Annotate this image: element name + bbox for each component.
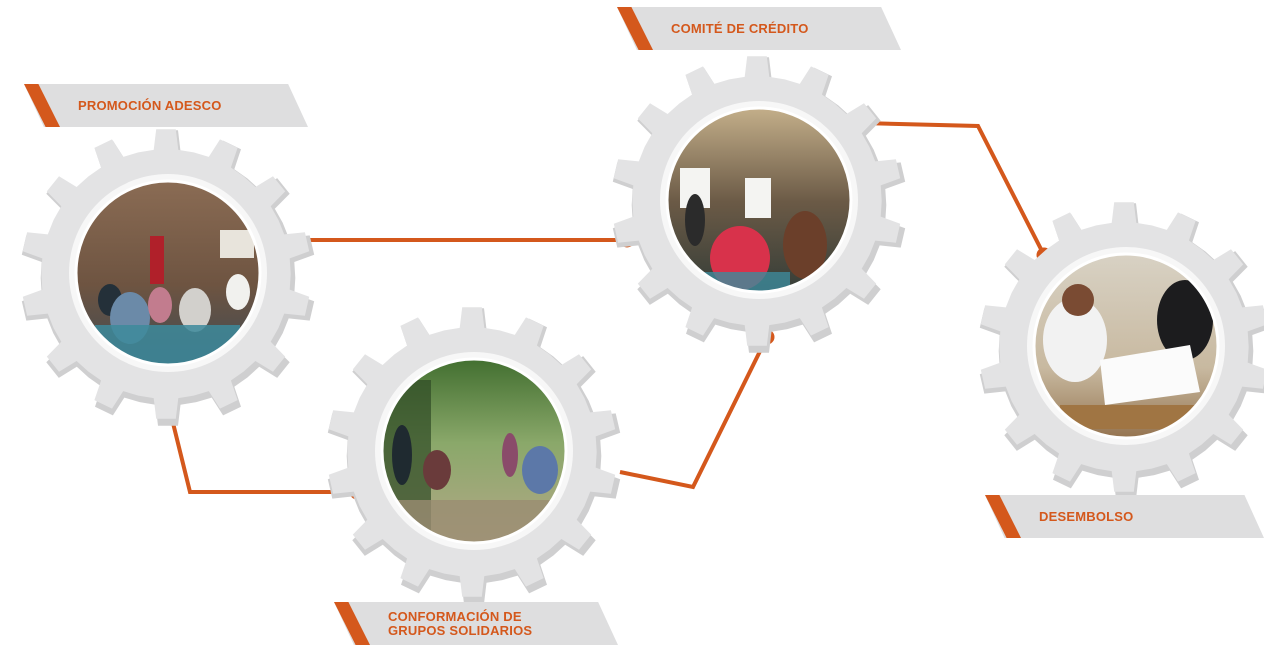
photo-promocion bbox=[76, 181, 260, 365]
photo-desembolso bbox=[1034, 254, 1218, 438]
photo-comite bbox=[667, 108, 851, 292]
banner-conformacion: CONFORMACIÓN DE GRUPOS SOLIDARIOS bbox=[334, 602, 618, 645]
connector-comite-desembolso bbox=[861, 121, 1046, 256]
stage-label: DESEMBOLSO bbox=[1039, 508, 1134, 524]
stage-label: PROMOCIÓN ADESCO bbox=[78, 97, 222, 113]
gear-desembolso bbox=[979, 202, 1264, 499]
connector-promocion-conformacion bbox=[171, 422, 357, 494]
stage-label: CONFORMACIÓN DE GRUPOS SOLIDARIOS bbox=[388, 608, 533, 638]
banner-comite: COMITÉ DE CRÉDITO bbox=[617, 7, 901, 50]
stage-label: COMITÉ DE CRÉDITO bbox=[671, 20, 809, 36]
gear-promocion bbox=[21, 129, 315, 426]
banner-desembolso: DESEMBOLSO bbox=[985, 495, 1264, 538]
gear-comite bbox=[612, 56, 906, 353]
gear-conformacion bbox=[327, 307, 621, 604]
connector-conformacion-comite bbox=[619, 336, 769, 490]
banner-promocion: PROMOCIÓN ADESCO bbox=[24, 84, 308, 127]
